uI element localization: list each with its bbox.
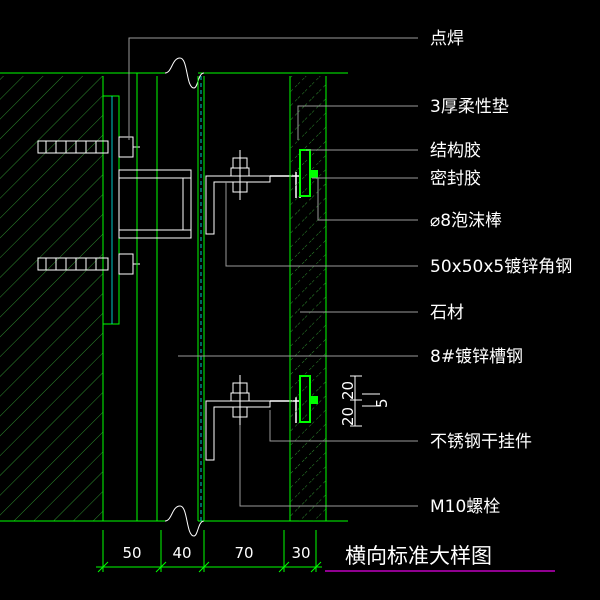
embed-plate [102, 95, 120, 325]
angle-steel-upper [205, 175, 271, 235]
channel-steel-section [118, 169, 192, 239]
label-bolt: M10螺栓 [430, 497, 500, 517]
dim-40: 40 [172, 544, 191, 562]
drawing-title: 横向标准大样图 [345, 544, 492, 568]
anchor-bolt-lower [37, 253, 140, 275]
bottom-dimension-line [96, 530, 322, 573]
sealant-joint-upper [299, 149, 318, 197]
bolt-lower [230, 375, 250, 425]
dim-gap: 5 [373, 398, 391, 408]
label-structural-adhesive: 结构胶 [430, 141, 481, 161]
sealant-joint-lower [299, 375, 318, 423]
dim-right-mid: 20 [339, 407, 357, 426]
label-stone: 石材 [430, 303, 464, 323]
leader-lines [128, 37, 418, 507]
label-channel-steel: 8#镀锌槽钢 [430, 347, 523, 367]
label-spot-weld: 点焊 [430, 29, 464, 49]
stone-panel [289, 76, 327, 521]
dim-50: 50 [122, 544, 141, 562]
dim-30: 30 [291, 544, 310, 562]
anchor-bolt-upper [37, 136, 140, 158]
angle-steel-lower [205, 400, 271, 461]
dim-70: 70 [234, 544, 253, 562]
dim-right-top: 20 [339, 381, 357, 400]
label-angle-steel: 50x50x5镀锌角钢 [430, 257, 572, 277]
label-foam-rod: ⌀8泡沫棒 [430, 211, 502, 231]
right-dimensions [350, 375, 380, 427]
label-flexible-pad: 3厚柔性垫 [430, 97, 509, 117]
bolt-upper [230, 150, 250, 200]
label-stainless-hanger: 不锈钢干挂件 [430, 432, 532, 452]
label-sealant: 密封胶 [430, 169, 481, 189]
vertical-steel [136, 73, 205, 521]
